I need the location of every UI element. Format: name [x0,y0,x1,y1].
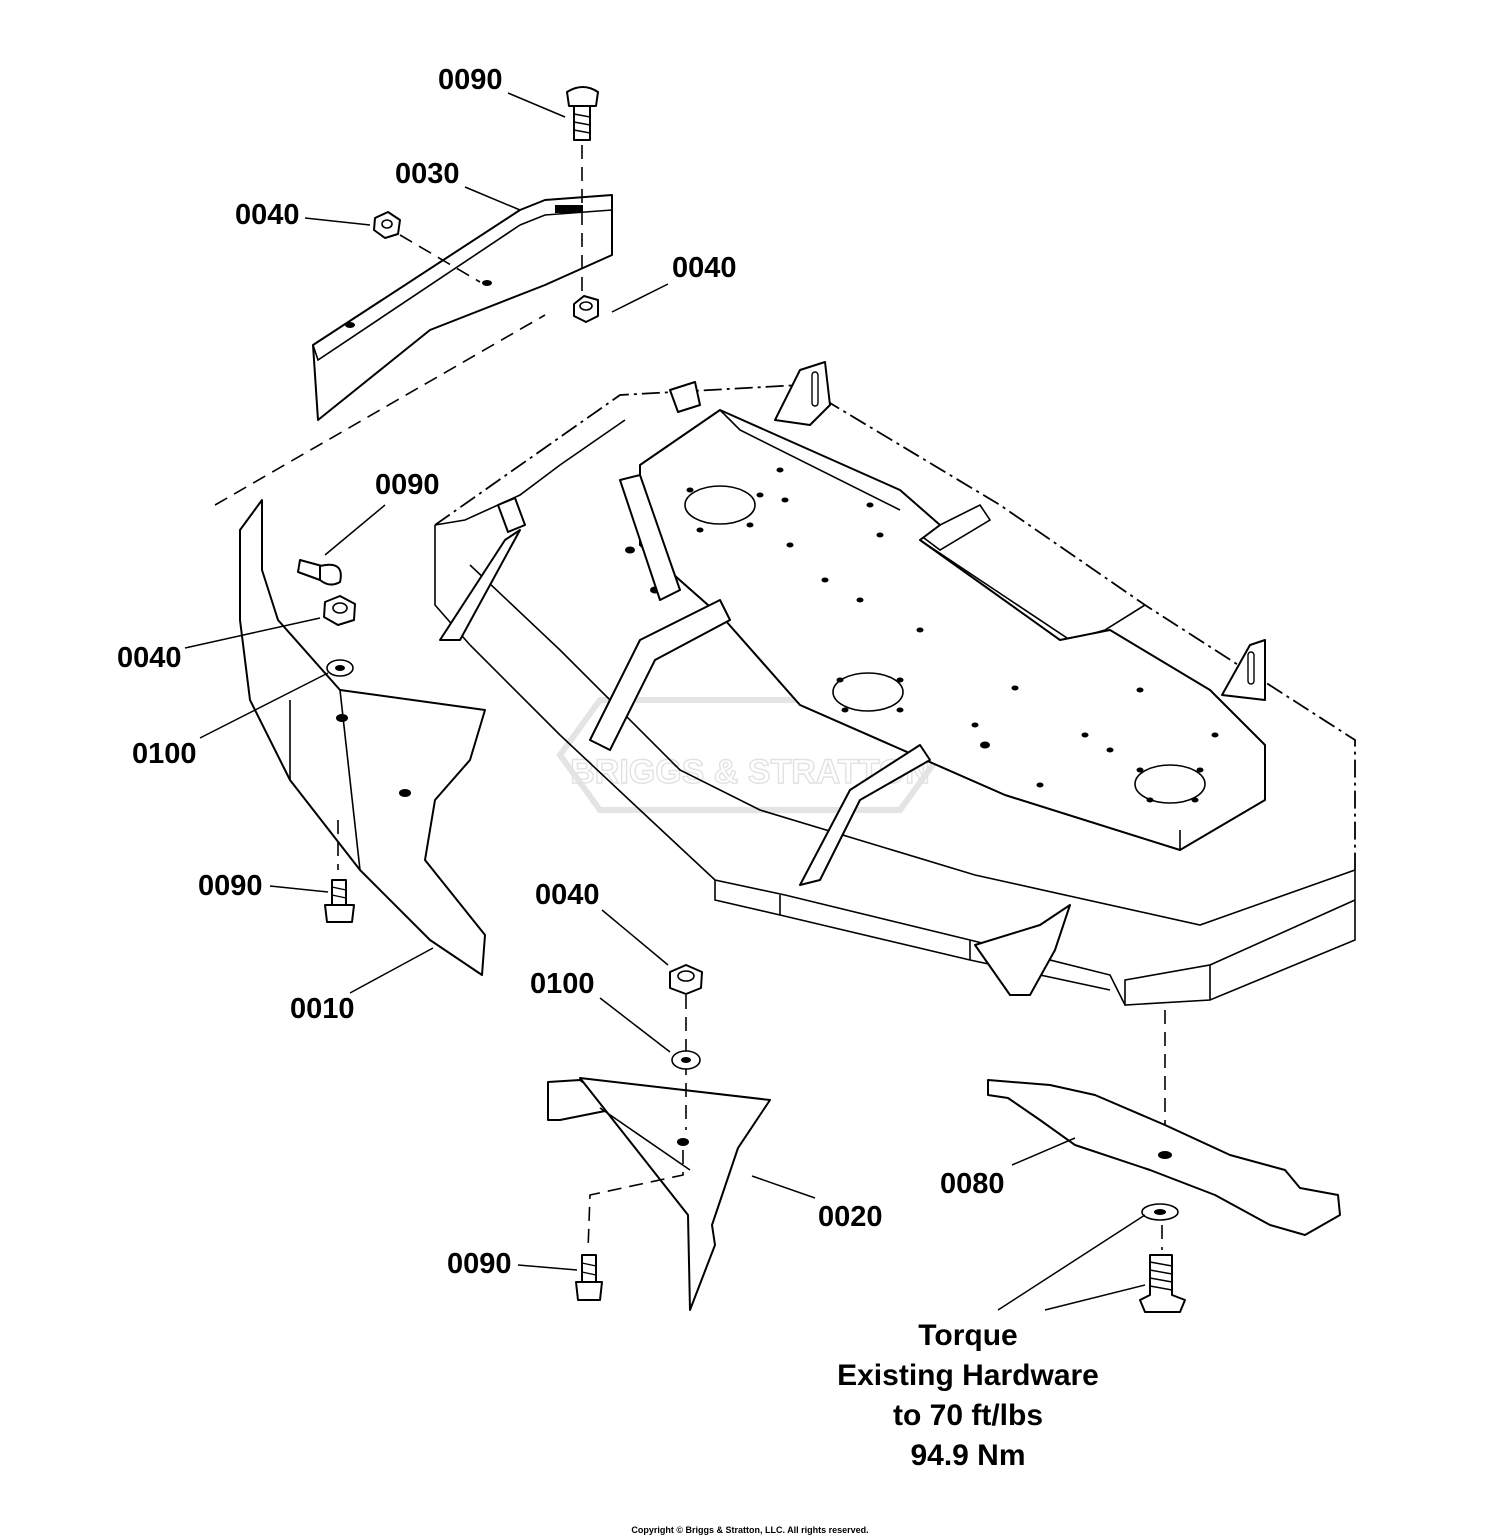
carriage-bolt-side [297,559,342,586]
callout-label: 0030 [395,158,460,190]
callout-label: 0010 [290,993,355,1025]
callout-label: 0040 [672,252,737,284]
flange-nut-bottom [669,964,703,1070]
bolt-bottom-left [324,879,355,923]
callout-label: 0090 [447,1248,512,1280]
callout-label: 0040 [235,199,300,231]
callout-labels: 0090 0030 0040 0040 0090 0040 0100 0090 … [117,64,1005,1280]
mower-blade [987,1079,1341,1313]
callout-label: 0100 [530,968,595,1000]
callout-label: 0090 [198,870,263,902]
torque-note-line: Torque [918,1319,1017,1352]
torque-note-line: Existing Hardware [837,1359,1099,1392]
torque-note-line: 94.9 Nm [910,1439,1025,1472]
callout-label: 0020 [818,1201,883,1233]
callout-label: 0090 [438,64,503,96]
torque-note: Torque Existing Hardware to 70 ft/lbs 94… [837,1319,1099,1472]
leader-lines [184,92,1146,1311]
bolt-bottom-center [575,1254,603,1301]
callout-label: 0100 [132,738,197,770]
flange-nut-top-right [573,295,599,323]
flange-nut-mid-left [323,595,356,677]
copyright-text: Copyright © Briggs & Stratton, LLC. All … [631,1525,868,1535]
torque-note-line: to 70 ft/lbs [893,1399,1043,1432]
mower-deck [434,361,1356,1175]
callout-label: 0090 [375,469,440,501]
front-deflector [547,995,771,1311]
deflector-bracket [312,194,613,421]
callout-label: 0040 [535,879,600,911]
flange-nut-top-left [373,211,481,283]
callout-label: 0040 [117,642,182,674]
callout-label: 0080 [940,1168,1005,1200]
side-deflector [214,314,546,976]
carriage-bolt-top [566,86,599,300]
